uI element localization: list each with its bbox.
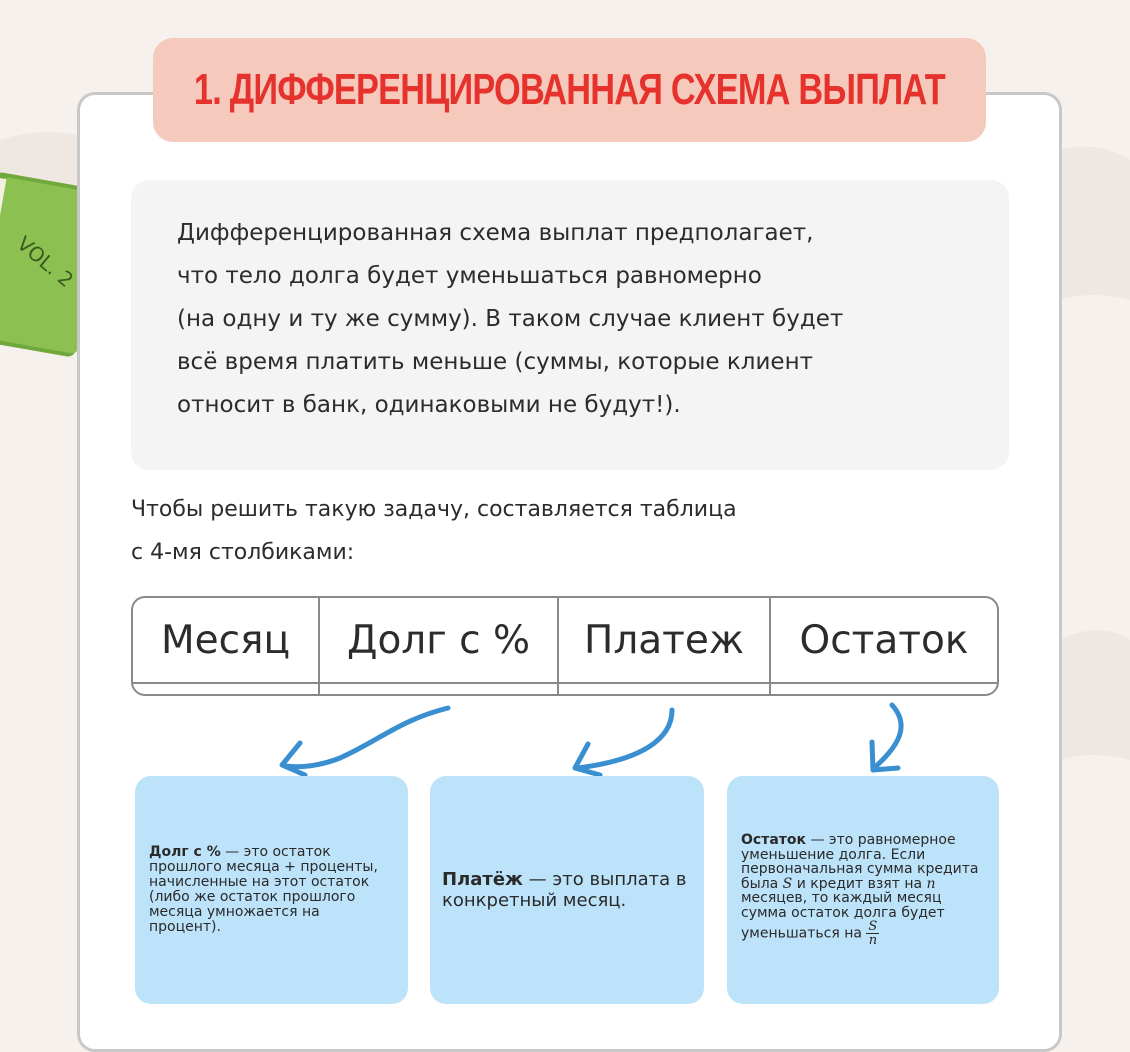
table-cell (771, 684, 997, 694)
info-box-remainder: Остаток — это равномерное уменьшение дол… (727, 776, 999, 1004)
info-text: — это остаток прошлого месяца + проценты… (149, 844, 378, 935)
table-header-month: Месяц (133, 598, 320, 682)
title-banner: 1. ДИФФЕРЕНЦИРОВАННАЯ СХЕМА ВЫПЛАТ (153, 38, 986, 142)
payment-table: Месяц Долг с % Платеж Остаток (131, 596, 999, 696)
info-term: Остаток (741, 832, 806, 848)
page-title: 1. ДИФФЕРЕНЦИРОВАННАЯ СХЕМА ВЫПЛАТ (194, 65, 946, 114)
table-cell (559, 684, 771, 694)
table-intro-text: Чтобы решить такую задачу, составляется … (131, 497, 737, 565)
info-term: Долг с % (149, 844, 221, 860)
fraction-denominator: n (868, 933, 878, 948)
intro-text: Дифференцированная схема выплат предпола… (177, 220, 844, 418)
info-text: — это выплата в конкретный месяц. (442, 869, 687, 911)
table-cell (133, 684, 320, 694)
book-illustration: VOL. 2 (0, 172, 105, 357)
variable-n: n (926, 875, 936, 892)
info-box-debt: Долг с % — это остаток прошлого месяца +… (135, 776, 408, 1004)
table-cell (320, 684, 559, 694)
fraction-numerator: S (866, 919, 880, 934)
info-text: и кредит взят на (792, 875, 927, 892)
table-header-payment: Платеж (559, 598, 771, 682)
table-row (133, 682, 997, 694)
variable-s: S (782, 875, 793, 892)
info-text: месяцев, то каждый месяц сумма остаток д… (741, 890, 945, 942)
intro-box: Дифференцированная схема выплат предпола… (131, 180, 1009, 470)
table-header-remainder: Остаток (799, 617, 969, 663)
info-text: — это равномерное уменьшение долга. Если… (741, 832, 979, 892)
info-box-payment: Платёж — это выплата в конкретный месяц. (430, 776, 704, 1004)
info-term: Платёж (442, 869, 523, 890)
table-header-debt: Долг с % (320, 598, 559, 682)
table-header-row: Месяц Долг с % Платеж Остаток (133, 598, 997, 682)
